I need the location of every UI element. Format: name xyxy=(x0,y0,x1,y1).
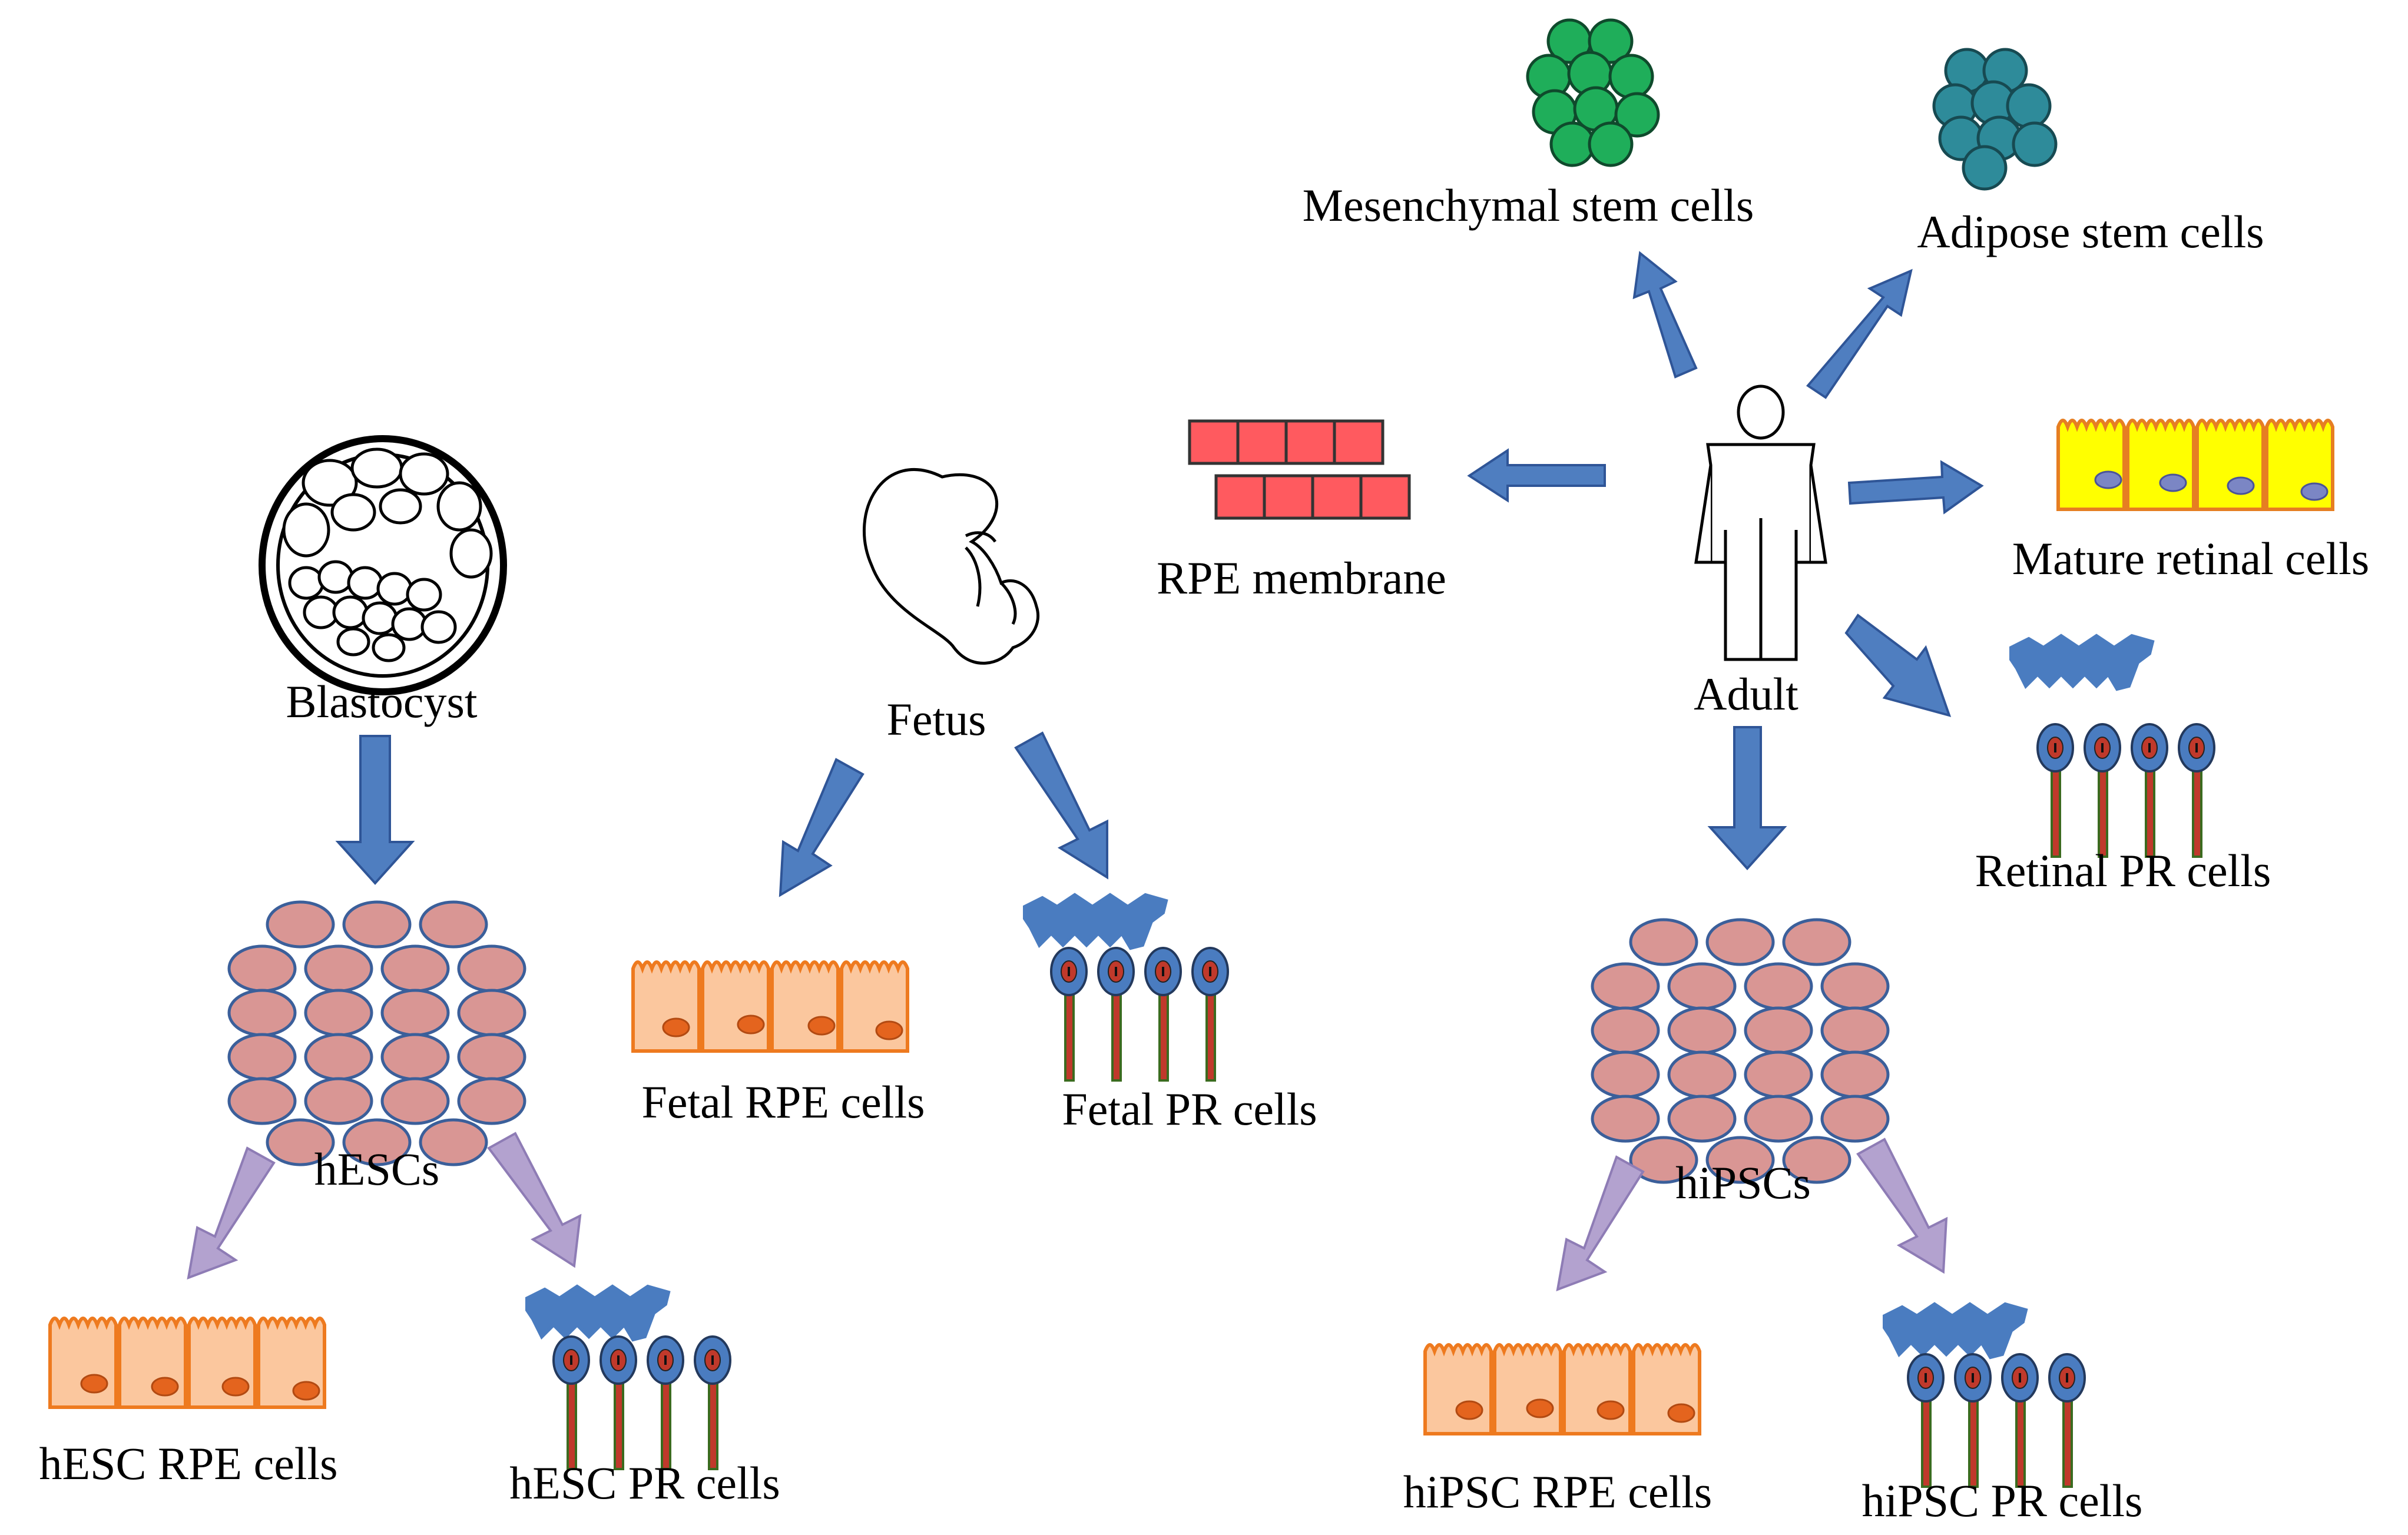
hipsc-rpe-label: hiPSC RPE cells xyxy=(1403,1466,1712,1517)
hipsc-pr-cells-illustration xyxy=(1883,1302,2086,1488)
arrow-adult-to-rpe-membrane xyxy=(1467,448,1606,503)
hipscs-colony xyxy=(1592,920,1888,1182)
adult-illustration xyxy=(1694,384,1827,661)
fetus-label: Fetus xyxy=(886,694,986,745)
blastocyst-label: Blastocyst xyxy=(286,676,478,727)
fetal-rpe-label: Fetal RPE cells xyxy=(642,1076,925,1128)
rpe-membrane-illustration xyxy=(1188,419,1411,520)
arrow-blastocyst-to-hescs xyxy=(335,735,415,885)
hipsc-pr-label: hiPSC PR cells xyxy=(1862,1475,2143,1526)
arrow-fetus-to-fetal-pr xyxy=(1014,731,1108,880)
adult-label: Adult xyxy=(1694,668,1798,720)
mature-retinal-cells-illustration xyxy=(2058,420,2333,509)
hescs-colony xyxy=(229,902,525,1165)
arrow-adult-to-retinal-pr xyxy=(1844,614,1952,717)
arrow-adult-to-adipose xyxy=(1806,268,1913,399)
fetus-illustration xyxy=(862,468,1040,665)
arrow-adult-to-mature-retinal xyxy=(1847,460,1984,515)
arrow-hescs-to-hesc-rpe xyxy=(187,1146,276,1280)
retinal-pr-label: Retinal PR cells xyxy=(1975,845,2271,896)
mature-retinal-label: Mature retinal cells xyxy=(2012,533,2369,584)
hipsc-rpe-cells-illustration xyxy=(1425,1345,1700,1434)
arrow-adult-to-mesenchymal xyxy=(1632,251,1698,379)
rpe-membrane-label: RPE membrane xyxy=(1157,552,1446,604)
arrow-hescs-to-hesc-pr xyxy=(487,1132,582,1268)
hesc-rpe-label: hESC RPE cells xyxy=(39,1438,337,1489)
adipose-label: Adipose stem cells xyxy=(1917,206,2264,257)
fetal-pr-label: Fetal PR cells xyxy=(1062,1083,1317,1135)
fetal-rpe-cells-illustration xyxy=(633,962,907,1051)
adipose-stem-cells-illustration xyxy=(1932,48,2058,191)
hesc-rpe-cells-illustration xyxy=(50,1318,324,1407)
blastocyst-illustration xyxy=(259,435,507,695)
fetal-pr-cells-illustration xyxy=(1023,893,1229,1082)
retinal-pr-cells-illustration xyxy=(2009,634,2215,858)
hesc-pr-cells-illustration xyxy=(525,1284,731,1470)
arrow-hipscs-to-hipsc-rpe xyxy=(1556,1155,1645,1292)
hescs-label: hESCs xyxy=(314,1143,439,1195)
mesenchymal-stem-cells-illustration xyxy=(1526,18,1660,167)
arrow-hipscs-to-hipsc-pr xyxy=(1856,1138,1948,1274)
hesc-pr-label: hESC PR cells xyxy=(509,1457,780,1509)
mesenchymal-label: Mesenchymal stem cells xyxy=(1303,180,1754,231)
arrow-adult-to-hipscs xyxy=(1707,726,1787,870)
hipscs-label: hiPSCs xyxy=(1675,1157,1811,1208)
arrow-fetus-to-fetal-rpe xyxy=(779,758,865,897)
